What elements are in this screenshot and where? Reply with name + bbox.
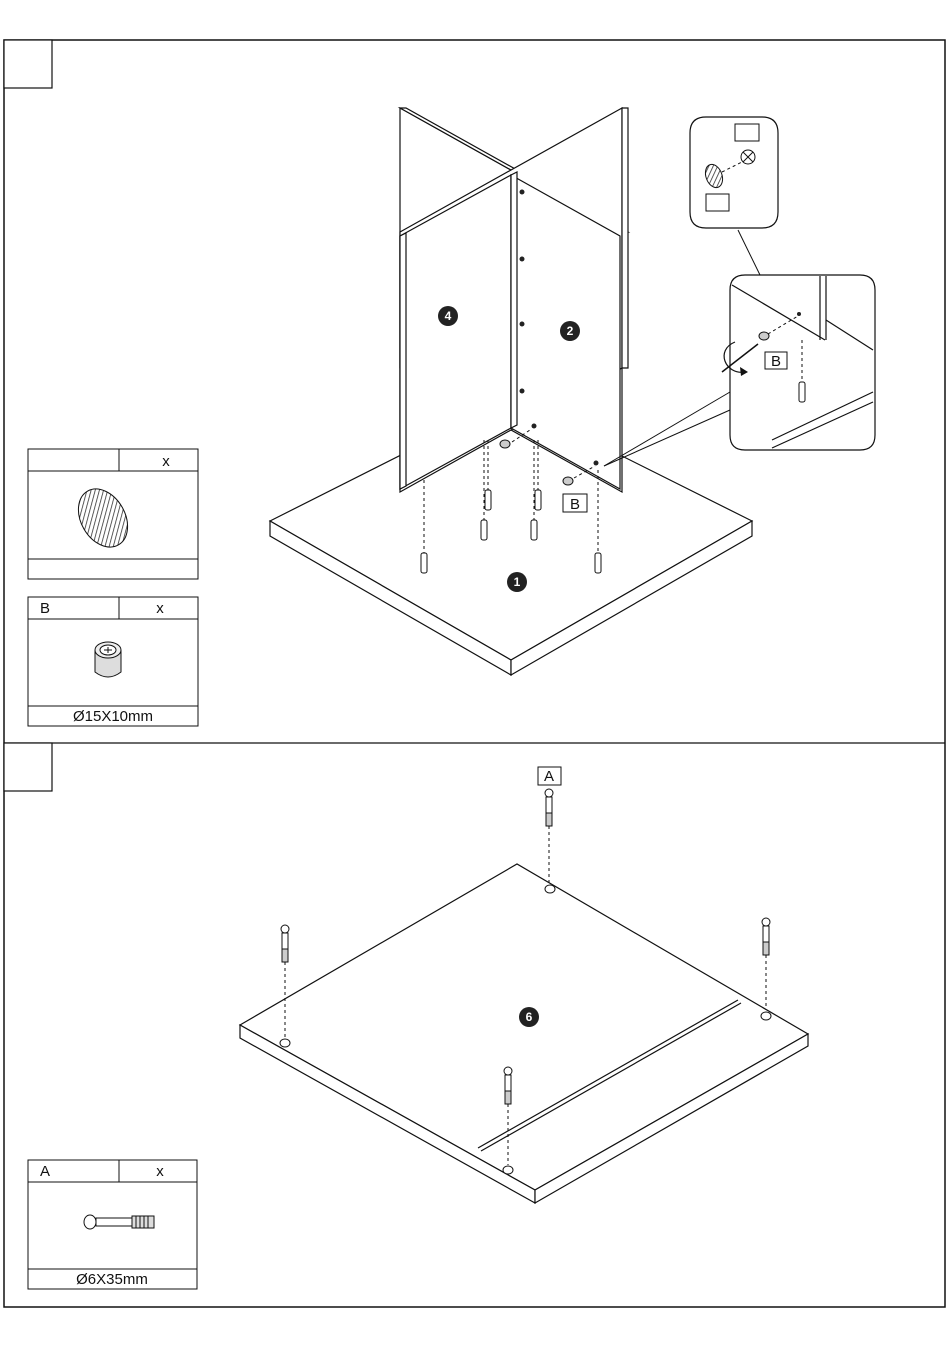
svg-text:A: A: [544, 768, 554, 785]
svg-text:B: B: [570, 496, 580, 513]
part-size: Ø6X35mm: [76, 1271, 148, 1288]
callout-a: A: [538, 767, 561, 785]
base-panel-1: [270, 400, 752, 675]
part-code: A: [40, 1163, 50, 1180]
step1-number-box: [4, 40, 52, 88]
svg-text:6: 6: [526, 1010, 533, 1024]
part-card-b: B x Ø15X10mm: [28, 597, 198, 726]
zoom-detail-lower: B: [722, 275, 875, 450]
zoom-callout-b: B: [771, 353, 781, 370]
part-card-a: A x Ø6X35mm: [28, 1160, 197, 1289]
badge-panel-2: 2: [560, 321, 580, 341]
badge-panel-4: 4: [438, 306, 458, 326]
part-qty: x: [162, 453, 170, 470]
svg-text:4: 4: [445, 309, 452, 323]
cam-lock-icon: [95, 642, 121, 677]
part-card-cover-cap: x: [28, 449, 198, 579]
svg-text:1: 1: [514, 575, 521, 589]
part-qty: x: [156, 600, 164, 617]
callout-b: B: [563, 494, 587, 513]
step2-number-box: [4, 743, 52, 791]
zoom-detail-upper: [690, 117, 778, 228]
part-code: B: [40, 600, 50, 617]
badge-panel-1: 1: [507, 572, 527, 592]
badge-panel-6: 6: [519, 1007, 539, 1027]
top-panel-6: [240, 864, 808, 1203]
part-size: Ø15X10mm: [73, 708, 153, 725]
part-qty: x: [156, 1163, 164, 1180]
svg-text:2: 2: [567, 324, 574, 338]
